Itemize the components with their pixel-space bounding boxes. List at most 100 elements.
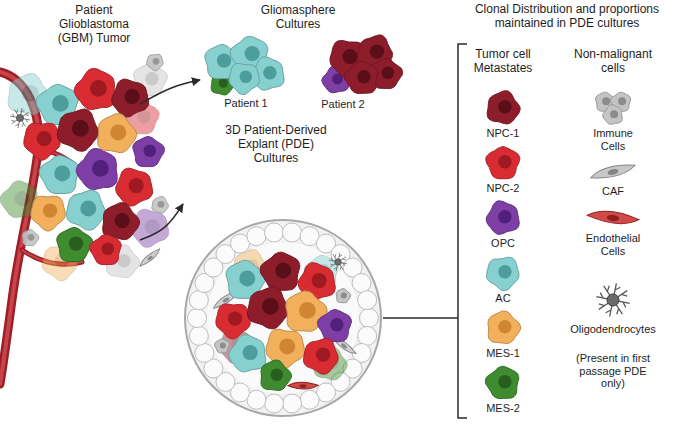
cell-drawing: [485, 366, 518, 398]
oligodendrocyte-process: [613, 283, 620, 300]
cell-icon: [475, 200, 531, 236]
cell-type-label: Oligodendrocytes: [563, 323, 663, 336]
label-anchor: Patient 1: [215, 97, 277, 110]
spindle-nucleus: [147, 255, 154, 261]
cell-nucleus: [69, 237, 83, 251]
cell-drawing: [247, 287, 288, 329]
cell-nucleus: [153, 58, 160, 65]
cell-body: [229, 63, 259, 94]
cell-nucleus: [37, 131, 52, 146]
oligodendrocyte-process: [613, 300, 622, 314]
spindle-cell: [288, 381, 318, 390]
cell-nucleus: [343, 49, 358, 64]
cell-drawing: [98, 114, 137, 153]
oligodendrocyte-process: [599, 300, 613, 309]
cell-nucleus: [72, 120, 89, 137]
cell-type-label: Immune Cells: [583, 127, 643, 152]
cell-drawing: [596, 92, 616, 111]
cell-nucleus: [220, 343, 226, 349]
cell-body: [98, 114, 137, 153]
tumor-drawing: [0, 54, 169, 280]
cell-body: [247, 287, 288, 329]
cell-type-label: OPC: [475, 237, 531, 250]
tumor-cell-type: NPC-1: [475, 90, 531, 143]
tumor-cell-type: NPC-2: [475, 145, 531, 198]
cell-drawing: [90, 235, 122, 265]
cell-nucleus: [498, 100, 511, 113]
spindle-nucleus: [299, 384, 306, 388]
matrix-bubble: [188, 309, 207, 328]
tumor-cell-type: MES-2: [475, 365, 531, 418]
spindle-cell: [587, 208, 640, 226]
cell-body: [112, 79, 149, 117]
oligodendrocyte-soma: [335, 259, 342, 266]
cell-body: [596, 92, 616, 111]
cell-drawing: [133, 137, 165, 167]
cell-body: [485, 366, 518, 398]
cell-nucleus: [144, 145, 157, 158]
cell-nucleus: [28, 234, 35, 241]
cell-body: [344, 61, 377, 93]
cell-body: [488, 311, 521, 343]
cell-type-label: MES-2: [475, 402, 531, 415]
oligodendrocyte-process: [613, 291, 627, 300]
cell-icon: [475, 90, 531, 126]
cell-nucleus: [498, 320, 511, 333]
label-text: Patient 1: [215, 97, 277, 110]
cell-type-label: NPC-1: [475, 127, 531, 140]
cell-body: [214, 339, 229, 353]
cell-nucleus: [279, 339, 295, 355]
cell-drawing: [303, 338, 338, 374]
cell-drawing: [57, 109, 98, 151]
matrix-bubble: [265, 223, 284, 242]
cell-body: [318, 310, 352, 342]
matrix-bubble: [360, 309, 379, 328]
cell-body: [216, 304, 250, 339]
cell-drawing: [22, 230, 39, 246]
cell-body: [260, 252, 300, 290]
cell-nucleus: [245, 46, 260, 61]
cell-nucleus: [382, 67, 395, 80]
cell-body: [57, 227, 93, 261]
cell-drawing: [24, 123, 60, 160]
cell-drawing: [39, 155, 79, 193]
cell-drawing: [318, 310, 352, 342]
cell-drawing: [488, 311, 521, 343]
oligodendrocyte-process: [604, 286, 613, 300]
cell-body: [487, 257, 519, 290]
cell-body: [74, 69, 115, 110]
cell-body: [133, 137, 165, 167]
vessel-lumen: [0, 72, 39, 384]
cell-type-label: MES-1: [475, 347, 531, 360]
cell-nucleus: [110, 125, 126, 141]
cell-nucleus: [240, 71, 253, 84]
cell-body: [116, 168, 153, 206]
flow-arrow: [140, 80, 200, 104]
matrix-bubble: [189, 326, 208, 345]
matrix-bubble: [189, 291, 208, 310]
matrix-bubble: [282, 223, 301, 242]
cell-nucleus: [145, 72, 158, 85]
label-anchor: Tumor cell Metastates: [468, 48, 538, 76]
oligodendrocyte-process: [596, 293, 613, 300]
cell-icon: [581, 205, 645, 231]
explant-core: [207, 242, 359, 394]
cell-nucleus: [80, 201, 96, 217]
cell-drawing: [152, 196, 169, 213]
cell-nucleus: [217, 54, 231, 68]
flow-arrow: [140, 204, 183, 240]
matrix-bubble: [265, 394, 284, 413]
cell-nucleus: [275, 263, 291, 279]
label-text: (Present in first passage PDE only): [569, 352, 657, 390]
cell-nucleus: [54, 166, 70, 182]
cell-nucleus: [263, 66, 276, 79]
spindle-nucleus: [340, 343, 347, 350]
spindle-nucleus: [222, 297, 230, 304]
matrix-bubble: [358, 326, 377, 345]
matrix-bubble: [195, 343, 214, 362]
cell-drawing: [147, 54, 163, 71]
cell-body: [303, 338, 338, 374]
tumor-cell-type: MES-1: [475, 310, 531, 363]
cell-drawing: [103, 203, 140, 240]
